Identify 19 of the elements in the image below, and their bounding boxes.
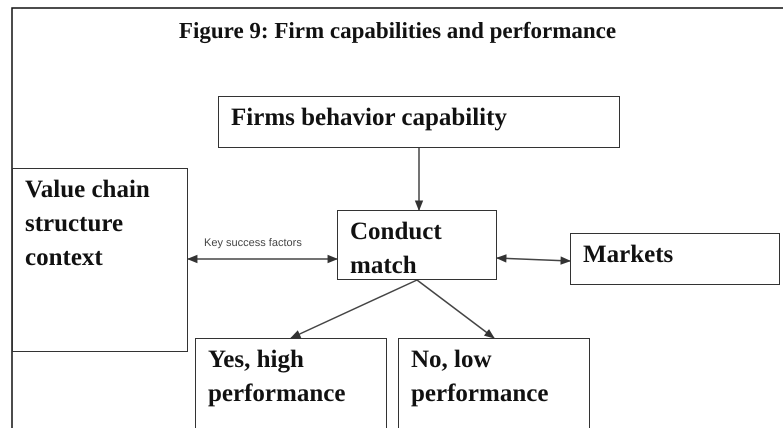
edge-label: Key success factors bbox=[204, 236, 303, 251]
node-text: No, low performance bbox=[411, 345, 550, 409]
arrow bbox=[290, 279, 418, 339]
context-box bbox=[12, 168, 188, 352]
node-text: Value chain structure context bbox=[25, 175, 151, 272]
conduct-box bbox=[337, 210, 497, 280]
arrow bbox=[414, 148, 424, 212]
capability-box bbox=[218, 96, 620, 148]
node-text: Firms behavior capability bbox=[231, 103, 508, 133]
arrow bbox=[186, 254, 338, 264]
arrow bbox=[496, 254, 572, 265]
outcome-box bbox=[398, 338, 590, 428]
figure-title: Figure 9: Firm capabilities and performance bbox=[178, 18, 618, 44]
node-text: Conduct match bbox=[350, 217, 443, 281]
node-text: Markets bbox=[583, 240, 674, 270]
outcome-box bbox=[195, 338, 387, 428]
node-text: Yes, high performance bbox=[208, 345, 346, 409]
arrow bbox=[416, 279, 495, 339]
markets-box bbox=[570, 233, 780, 285]
